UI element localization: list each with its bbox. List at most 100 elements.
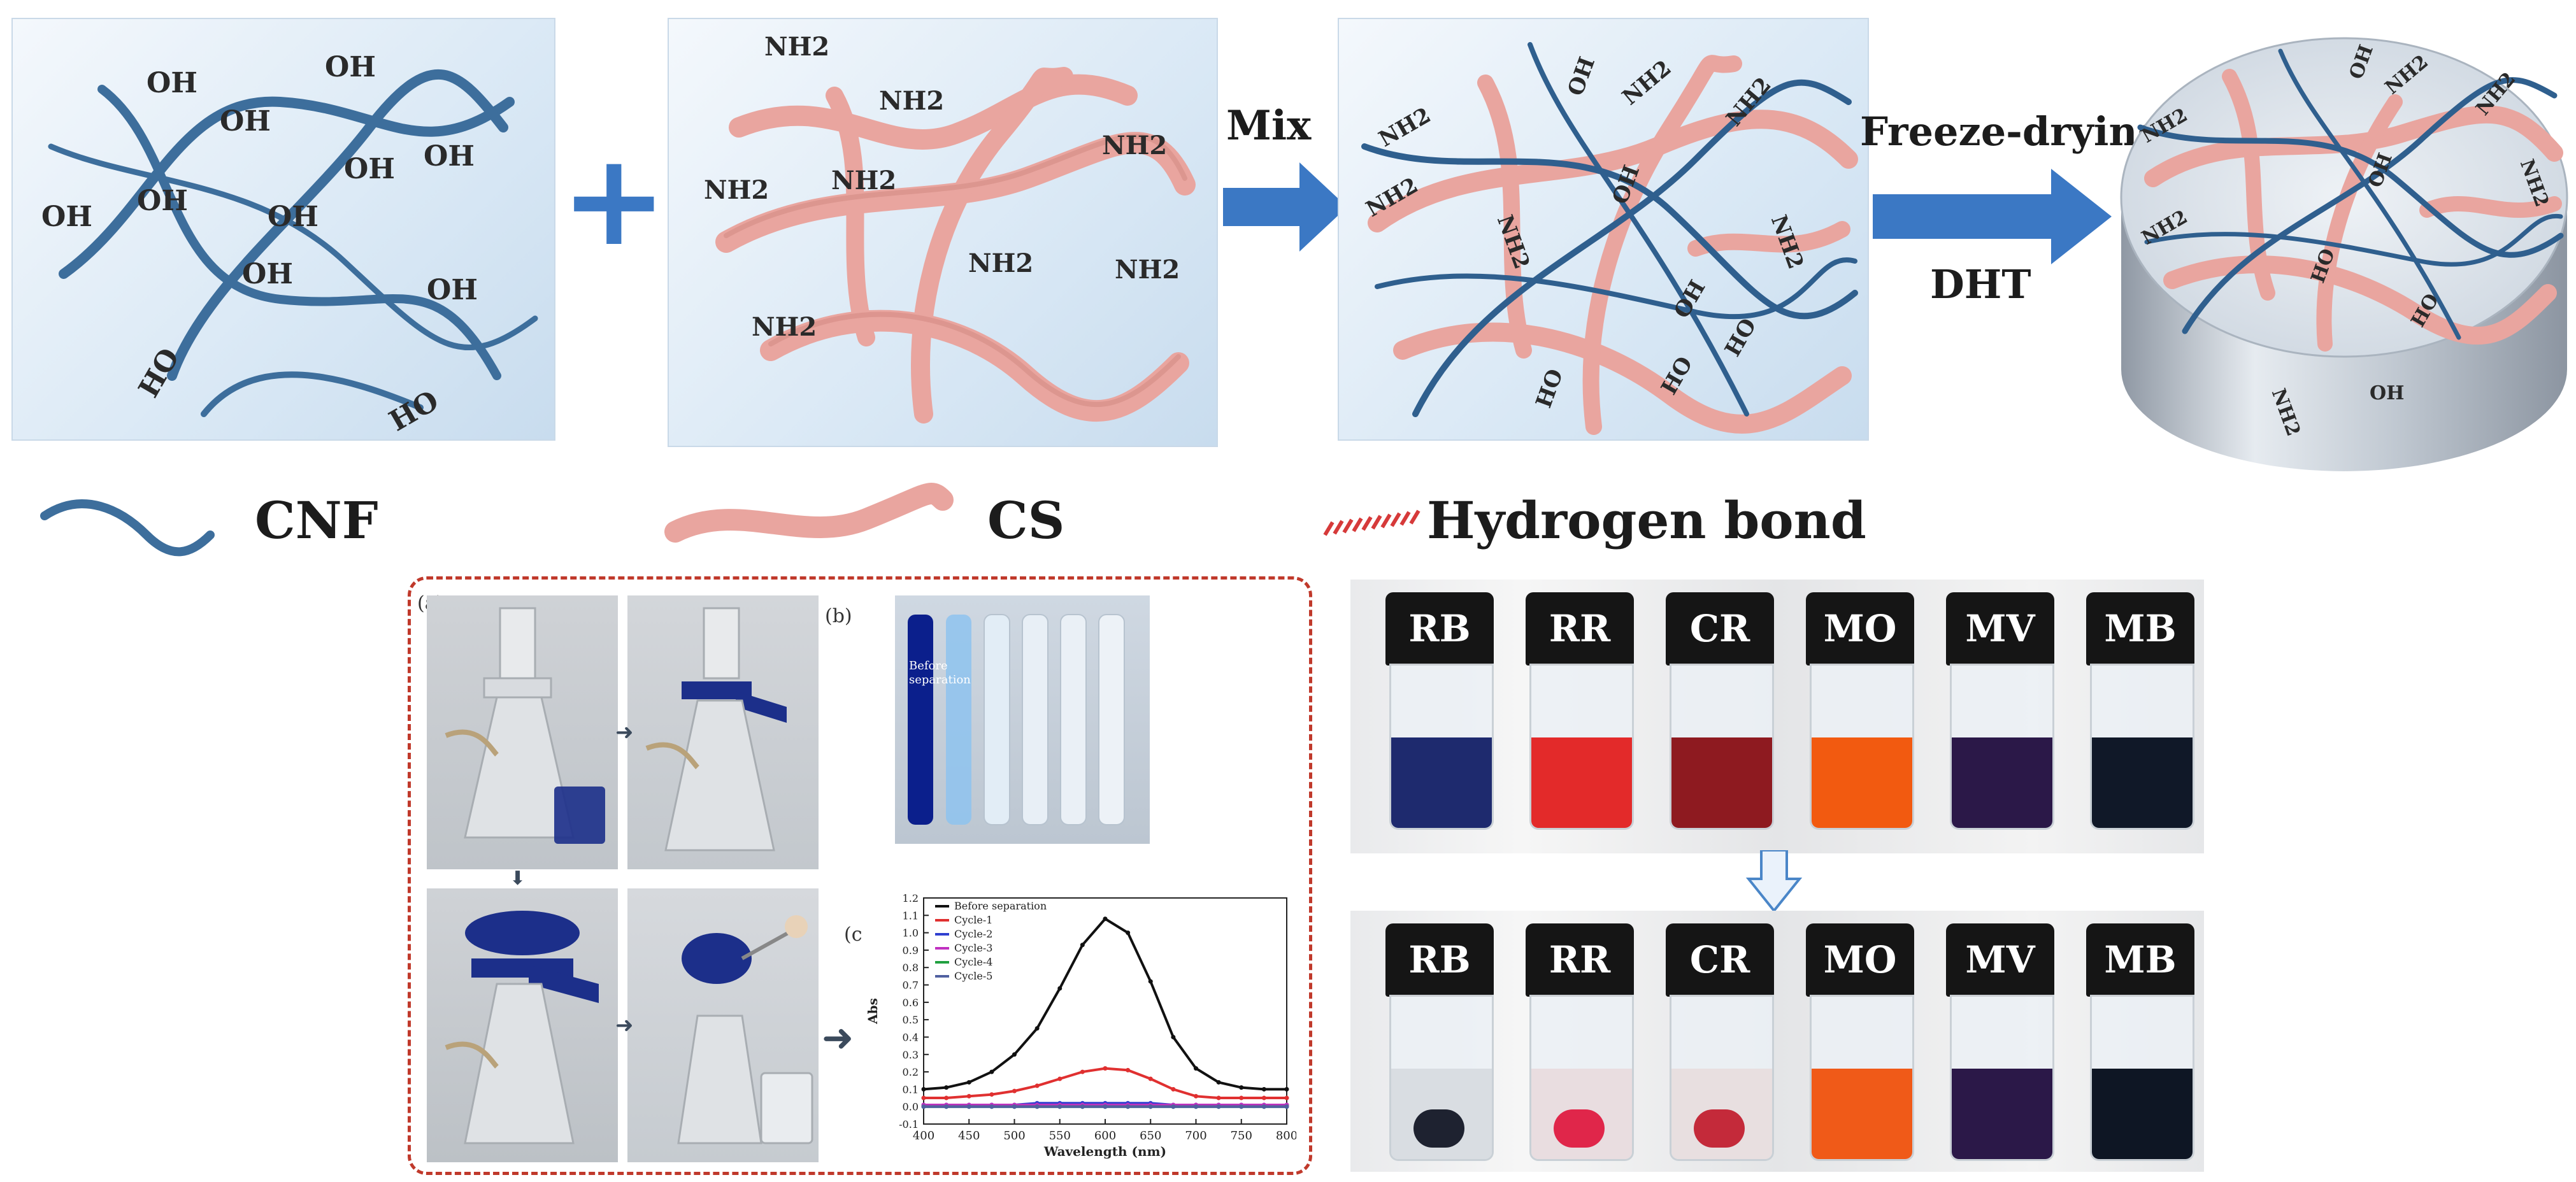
panel-b-label: (b) <box>825 605 852 627</box>
legend-entry: Cycle-2 <box>954 928 992 940</box>
vial-cap-label: RB <box>1385 592 1494 666</box>
x-tick-label: 800 <box>1276 1129 1296 1143</box>
mix-network <box>1361 42 1858 435</box>
vial-glass <box>1670 995 1774 1161</box>
data-point <box>1261 1095 1266 1100</box>
filtration-photo-3 <box>427 888 618 1162</box>
y-tick-label: 0.5 <box>903 1014 919 1026</box>
oh-label: OH <box>344 153 395 185</box>
data-point <box>966 1104 971 1109</box>
data-point <box>944 1095 949 1100</box>
hydrogen-bond-legend-swatch <box>1323 509 1420 536</box>
data-point <box>1057 1076 1063 1081</box>
y-tick-label: 0.7 <box>903 979 919 992</box>
vial-glass <box>1389 995 1494 1161</box>
legend-entry: Before separation <box>954 900 1047 912</box>
vial-cap-label: MV <box>1946 923 2054 997</box>
x-axis-label: Wavelength (nm) <box>1043 1144 1166 1159</box>
data-point <box>1216 1079 1221 1085</box>
vial-glass <box>1810 664 1914 830</box>
dye-liquid <box>1812 1069 1912 1159</box>
data-point <box>989 1069 994 1074</box>
nh2-label: NH2 <box>968 248 1034 278</box>
data-point <box>966 1093 971 1099</box>
data-point <box>1148 979 1153 984</box>
nh2-label: NH2 <box>704 175 769 205</box>
oh-label: OH <box>41 201 92 233</box>
legend-entry: Cycle-3 <box>954 942 992 954</box>
y-tick-label: 0.4 <box>903 1031 919 1043</box>
step-arrow-to-chart: ➜ <box>822 1016 854 1060</box>
data-point <box>989 1104 994 1109</box>
vial-cap-label: MB <box>2086 592 2194 666</box>
oh-label: OH <box>268 201 318 233</box>
data-point <box>1284 1104 1289 1109</box>
filtration-photo-1 <box>427 595 618 869</box>
filtration-photo-2 <box>627 595 819 869</box>
y-tick-label: 0.9 <box>903 944 919 957</box>
data-point <box>1239 1085 1244 1090</box>
vial-cap-label: MB <box>2086 923 2194 997</box>
oh-label: OH <box>242 258 293 290</box>
oh-label: OH <box>220 105 271 138</box>
tube-annotation: Before separation <box>909 659 971 687</box>
data-point <box>944 1104 949 1109</box>
x-tick-label: 750 <box>1231 1129 1252 1143</box>
data-point <box>1148 1104 1153 1109</box>
dht-label: DHT <box>1930 261 2031 308</box>
data-point <box>944 1085 949 1090</box>
vial-glass <box>1810 995 1914 1161</box>
vial-cap-label: MO <box>1806 923 1914 997</box>
data-point <box>1148 1076 1153 1081</box>
vial-cap-label: RB <box>1385 923 1494 997</box>
dye-liquid <box>1671 737 1772 828</box>
cylinder-graphic <box>2120 37 2568 471</box>
vial-mo: MO <box>1806 592 1914 841</box>
oh-label: OH <box>427 274 478 306</box>
step-arrow-right-1: ➜ <box>615 720 634 745</box>
hydrogen-bond-legend-label: Hydrogen bond <box>1427 490 1866 550</box>
data-point <box>1034 1083 1040 1088</box>
oh-label: OH <box>424 140 475 173</box>
vial-mb: MB <box>2086 923 2194 1172</box>
data-point <box>921 1104 926 1109</box>
vial-rr: RR <box>1526 592 1634 841</box>
data-point <box>1216 1104 1221 1109</box>
vial-glass <box>1529 995 1634 1161</box>
vial-cap-label: RR <box>1526 923 1634 997</box>
data-point <box>1171 1034 1176 1039</box>
data-point <box>1080 1104 1085 1109</box>
data-point <box>1216 1095 1221 1100</box>
step-arrow-right-2: ➜ <box>615 1013 634 1038</box>
cnf-legend-label: CNF <box>255 490 378 550</box>
data-point <box>1239 1095 1244 1100</box>
aerogel-piece <box>1694 1109 1745 1148</box>
dye-liquid <box>1952 1069 2052 1159</box>
freeze-drying-label: Freeze-drying <box>1860 108 2165 155</box>
nh2-label: NH2 <box>831 166 897 196</box>
data-point <box>1261 1086 1266 1092</box>
adsorption-arrow <box>1745 850 1803 913</box>
y-tick-label: 0.0 <box>903 1101 919 1113</box>
vial-glass <box>1389 664 1494 830</box>
mix-arrow <box>1223 162 1347 252</box>
data-point <box>1284 1086 1289 1092</box>
vial-mv: MV <box>1946 923 2054 1172</box>
cnf-legend-swatch <box>40 499 215 557</box>
dye-liquid <box>1531 737 1632 828</box>
freeze-drying-arrow <box>1873 169 2112 264</box>
data-point <box>1194 1093 1198 1099</box>
cs-legend-swatch <box>664 483 954 543</box>
chart-background <box>863 888 1296 1162</box>
test-tubes-photo: Before separation <box>895 595 1150 844</box>
oh-label: OH <box>2370 382 2405 404</box>
data-point <box>1034 1026 1040 1031</box>
vial-glass <box>1950 664 2054 830</box>
data-point <box>1057 1104 1063 1109</box>
aerogel-cylinder: NH2 NH2 NH2 NH2 OH OH HO HO NH2 OH NH2 <box>2115 25 2573 484</box>
data-point <box>1012 1052 1017 1057</box>
data-point <box>1126 1104 1131 1109</box>
data-point <box>966 1079 971 1085</box>
cnf-network <box>48 69 538 417</box>
